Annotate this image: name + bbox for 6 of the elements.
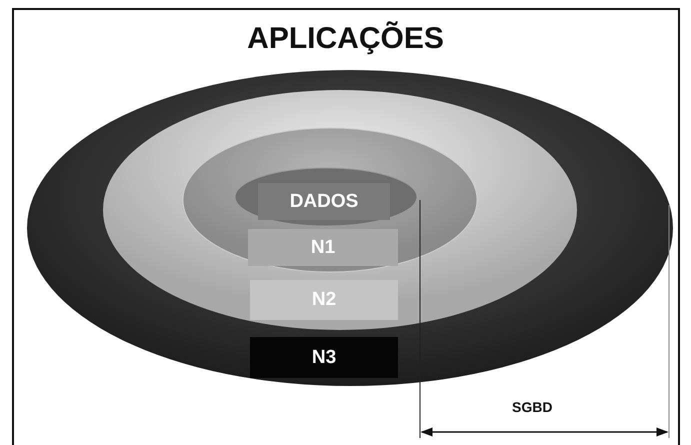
diagram-title: APLICAÇÕES xyxy=(246,22,445,56)
level-box: N2 xyxy=(250,280,398,320)
level-box: N3 xyxy=(250,337,398,378)
level-box: N1 xyxy=(248,229,398,266)
dimension-label: SGBD xyxy=(512,399,552,415)
level-box: DADOS xyxy=(258,183,390,220)
